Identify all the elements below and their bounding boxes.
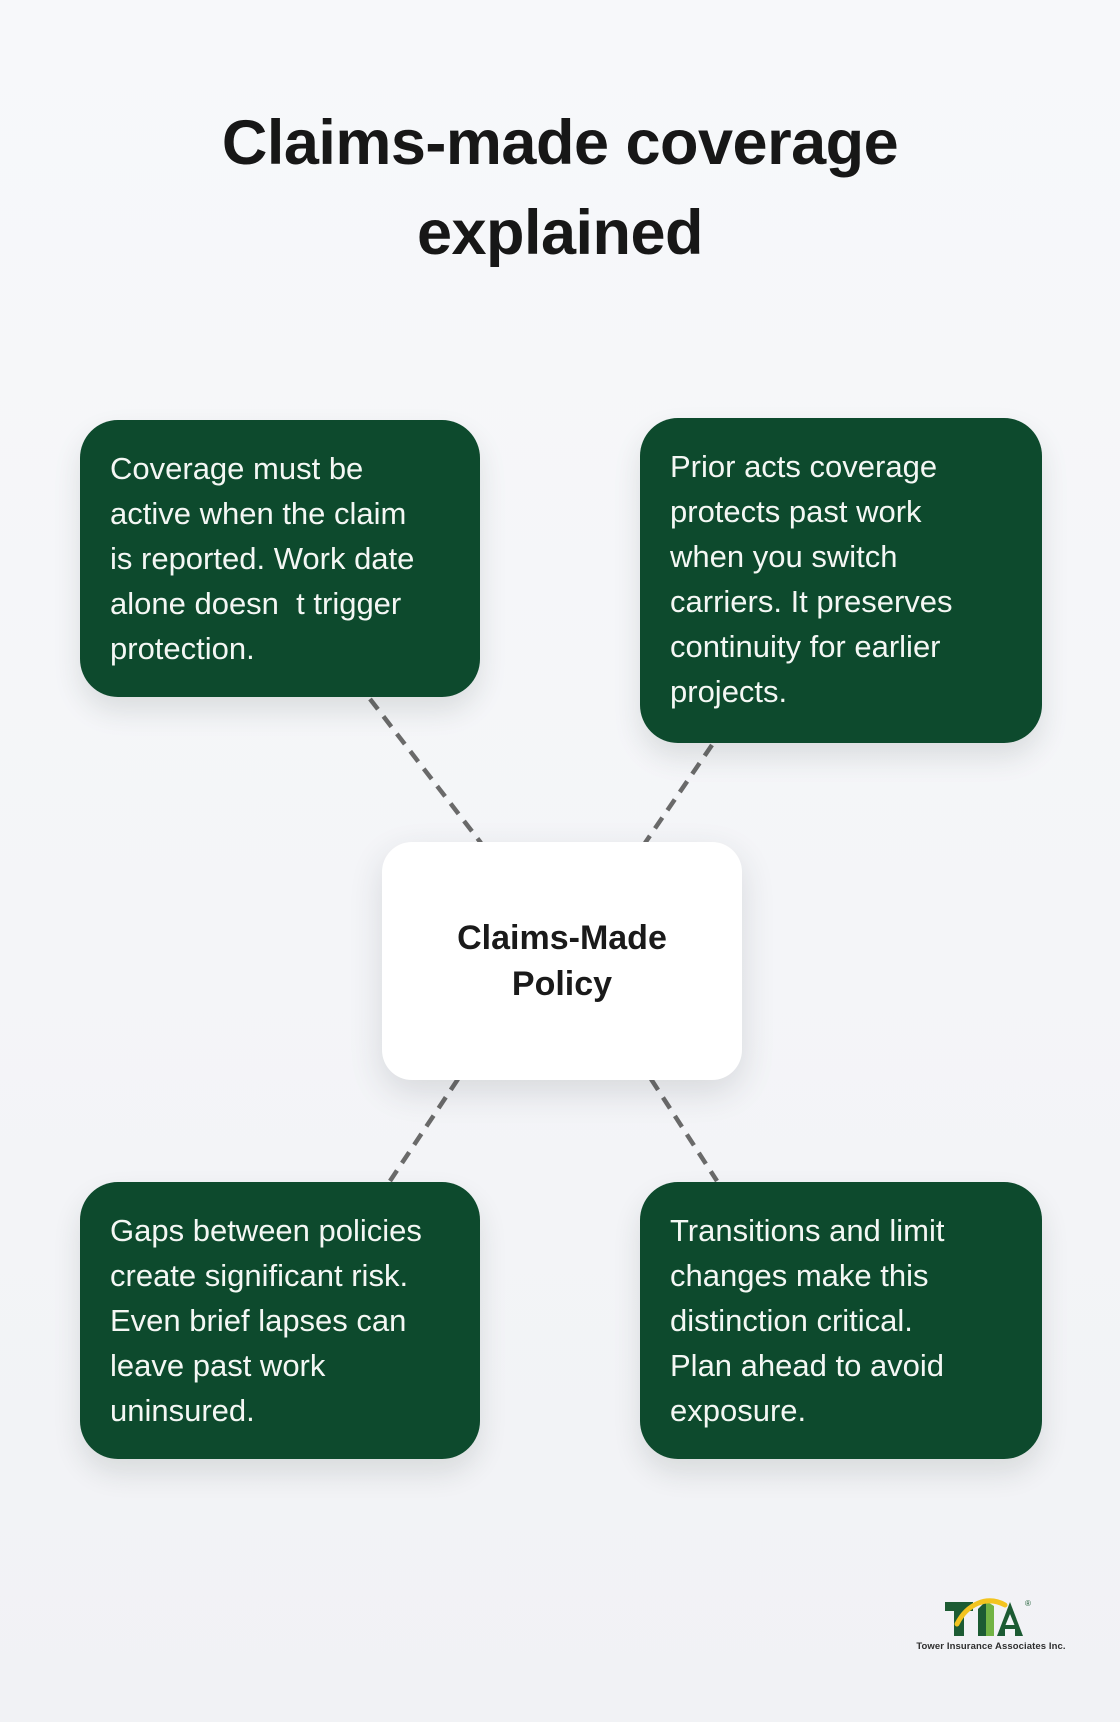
- info-box-bottom-left: Gaps between policies create significant…: [80, 1182, 480, 1459]
- tia-logo-icon: ®: [945, 1598, 1031, 1636]
- box-text-line: Gaps between policies: [110, 1213, 422, 1248]
- logo-letter-i-dark: [978, 1601, 986, 1636]
- box-text-line: alone doesn t trigger: [110, 586, 402, 621]
- logo-tagline: Tower Insurance Associates Inc.: [916, 1641, 1066, 1652]
- center-node-line1: Claims-Made: [457, 919, 667, 957]
- info-box-top-left: Coverage must be active when the claim i…: [80, 420, 480, 697]
- company-logo: ® Tower Insurance Associates Inc.: [916, 1594, 1066, 1652]
- page-title-line2: explained: [416, 198, 704, 268]
- box-text-line: Plan ahead to avoid: [670, 1348, 945, 1383]
- connector-bottom-left: [388, 1077, 460, 1183]
- box-text-line: when you switch: [670, 539, 898, 574]
- connector-top-left: [368, 697, 483, 845]
- connector-top-right: [643, 743, 714, 845]
- logo-letter-a-counter: [1005, 1614, 1015, 1625]
- box-text-line: protection.: [110, 631, 255, 666]
- center-node-claims-made-policy: Claims-Made Policy: [382, 842, 742, 1080]
- box-text-line: protects past work: [670, 494, 922, 529]
- logo-letter-i-light: [986, 1601, 994, 1636]
- info-box-bottom-right: Transitions and limit changes make this …: [640, 1182, 1042, 1459]
- box-text-line: create significant risk.: [110, 1258, 409, 1293]
- box-text-line: is reported. Work date: [110, 541, 415, 576]
- logo-swoosh: [954, 1598, 1008, 1627]
- box-text-line: projects.: [670, 674, 788, 709]
- box-text-line: distinction critical.: [670, 1303, 913, 1338]
- page-title-line1: Claims-made coverage: [221, 108, 899, 178]
- registered-trademark-icon: ®: [1025, 1599, 1031, 1608]
- box-text-line: Even brief lapses can: [110, 1303, 407, 1338]
- box-text-line: exposure.: [670, 1393, 807, 1428]
- box-text-line: uninsured.: [110, 1393, 255, 1428]
- box-text-line: Coverage must be: [110, 451, 364, 486]
- box-text-line: carriers. It preserves: [670, 584, 953, 619]
- info-box-top-right: Prior acts coverage protects past work w…: [640, 418, 1042, 743]
- box-text-line: changes make this: [670, 1258, 929, 1293]
- box-text-line: Transitions and limit: [670, 1213, 945, 1248]
- center-node-line2: Policy: [511, 965, 613, 1003]
- connector-bottom-right: [649, 1077, 719, 1183]
- page-title: Claims-made coverage explained: [0, 98, 1120, 278]
- box-text-line: Prior acts coverage: [670, 449, 938, 484]
- box-text-line: continuity for earlier: [670, 629, 941, 664]
- box-text-line: active when the claim: [110, 496, 407, 531]
- box-text-line: leave past work: [110, 1348, 326, 1383]
- logo-letter-a-notch: [1005, 1629, 1015, 1636]
